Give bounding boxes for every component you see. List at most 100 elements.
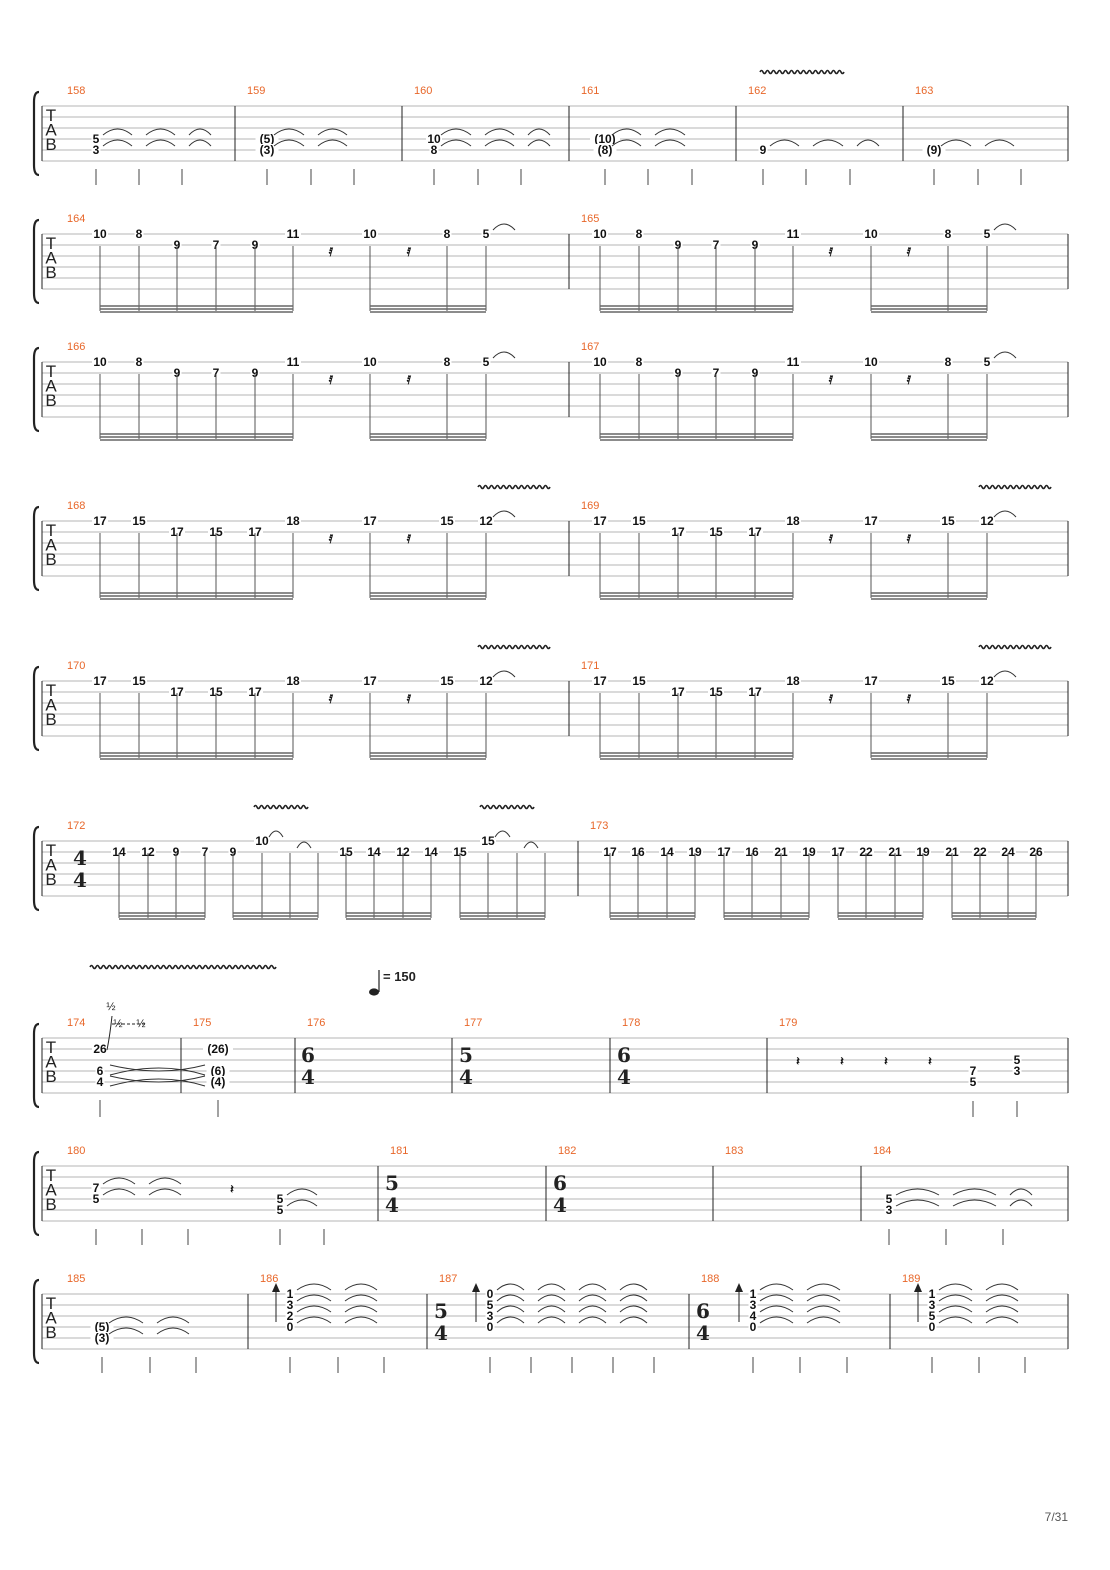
fret-number: (4) [211, 1075, 226, 1089]
fret-number: 7 [213, 238, 220, 252]
rest-symbol: 𝄽 [230, 1182, 234, 1196]
fret-number: 17 [671, 685, 685, 699]
fret-bg [134, 356, 144, 367]
fret-number: 8 [945, 227, 952, 241]
measure-number: 179 [779, 1017, 797, 1029]
fret-bg [211, 367, 221, 378]
fret-bg [254, 835, 270, 846]
fret-bg [285, 1288, 295, 1299]
measure-number: 158 [67, 85, 85, 97]
rest-symbol: 𝅀 [328, 373, 334, 387]
fret-number: 0 [487, 1287, 494, 1301]
tab-clef-a: A [45, 377, 57, 396]
fret-number: 12 [479, 674, 493, 688]
fret-number: 8 [636, 355, 643, 369]
fret-number: 16 [631, 845, 645, 859]
vibrato [253, 804, 309, 810]
tie [148, 1177, 182, 1185]
fret-bg [480, 835, 496, 846]
time-signature-denominator: 4 [617, 1065, 631, 1089]
fret-number: 8 [136, 355, 143, 369]
tab-clef-t: T [46, 1166, 56, 1185]
tie [993, 510, 1017, 518]
fret-number: 21 [945, 845, 959, 859]
fret-bg [255, 144, 279, 155]
tie [109, 1075, 206, 1083]
measure-number: 169 [581, 500, 599, 512]
fret-number: 8 [636, 227, 643, 241]
fret-number: 10 [864, 227, 878, 241]
tie [895, 1199, 940, 1207]
fret-bg [830, 846, 846, 857]
fret-bg [979, 515, 995, 526]
tab-clef-b: B [45, 391, 56, 410]
measure-number: 172 [67, 820, 85, 832]
tie [940, 139, 972, 147]
tie [1009, 1199, 1033, 1207]
fret-number: 11 [787, 227, 800, 241]
tie [938, 1316, 973, 1324]
tie [611, 139, 642, 147]
fret-bg [255, 133, 279, 144]
fret-bg [439, 515, 455, 526]
tie [806, 1283, 841, 1291]
fret-number: 15 [132, 514, 146, 528]
fret-bg [91, 1182, 101, 1193]
measure-number: 188 [701, 1273, 719, 1285]
fret-bg [452, 846, 468, 857]
fret-number: 0 [287, 1320, 294, 1334]
fret-bg [747, 686, 763, 697]
tie [759, 1294, 794, 1302]
fret-number: 10 [864, 355, 878, 369]
fret-bg [943, 228, 953, 239]
fret-bg [485, 1321, 495, 1332]
tie [654, 128, 686, 136]
fret-number: 8 [945, 355, 952, 369]
time-signature-denominator: 4 [553, 1193, 567, 1217]
tie [109, 1064, 206, 1072]
fret-number: (10) [594, 132, 615, 146]
rest-symbol: 𝄽 [796, 1054, 800, 1068]
vibrato [759, 69, 845, 75]
fret-bg [485, 1299, 495, 1310]
rest-symbol: 𝅀 [828, 532, 834, 546]
tie [268, 830, 284, 838]
fret-bg [481, 356, 491, 367]
fret-bg [423, 846, 439, 857]
fret-number: 15 [209, 685, 223, 699]
time-signature-denominator: 4 [385, 1193, 399, 1217]
tie [296, 1283, 332, 1291]
fret-bg [927, 1310, 937, 1321]
rest-symbol: 𝅀 [328, 532, 334, 546]
fret-bg [670, 526, 686, 537]
fret-number: 10 [93, 227, 107, 241]
tie [985, 1316, 1019, 1324]
fret-number: 7 [713, 366, 720, 380]
fret-number: 5 [984, 355, 991, 369]
tie [537, 1294, 566, 1302]
tie [985, 1283, 1019, 1291]
fret-number: 5 [970, 1075, 977, 1089]
tab-clef-b: B [45, 1323, 56, 1342]
tie [527, 128, 551, 136]
fret-number: 5 [483, 355, 490, 369]
fret-bg [111, 846, 127, 857]
fret-bg [972, 846, 988, 857]
time-signature-denominator: 4 [459, 1065, 473, 1089]
fret-bg [362, 675, 378, 686]
system-bracket [32, 1278, 40, 1365]
fret-bg [744, 846, 760, 857]
rest-symbol: 𝅀 [328, 692, 334, 706]
tie [317, 128, 348, 136]
time-signature-numerator: 5 [459, 1043, 473, 1067]
fret-number: 15 [632, 674, 646, 688]
tie [759, 1305, 794, 1313]
fret-bg [634, 228, 644, 239]
fret-number: 18 [786, 674, 800, 688]
system-bracket [32, 346, 40, 433]
fret-bg [927, 1321, 937, 1332]
rest-symbol: 𝅀 [906, 373, 912, 387]
measure-number: 170 [67, 660, 85, 672]
tab-clef-b: B [45, 550, 56, 569]
vibrato [479, 804, 535, 810]
